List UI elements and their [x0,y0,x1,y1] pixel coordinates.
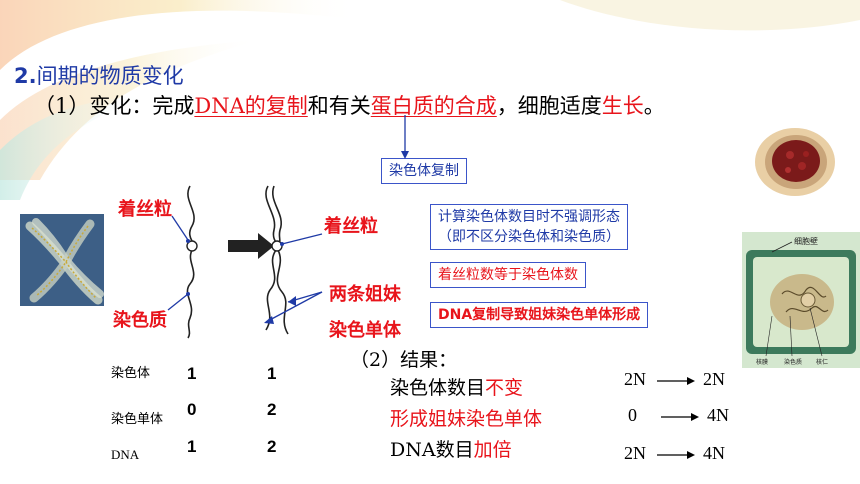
table-row-label: 染色体 [111,366,151,381]
table-cell-before: 0 [187,400,197,419]
table-cell-before: 1 [187,364,197,383]
section-number: 2. [14,64,37,88]
change-mid2: ，细胞适度 [496,94,602,118]
replication-box: 染色体复制 [381,158,467,184]
centromere-count-box: 着丝粒数等于染色体数 [430,262,586,288]
equation-to: 2N [703,369,725,389]
equation-to: 4N [703,443,725,463]
table-cell-after: 2 [267,437,277,456]
equation-row: 2N 4N [624,443,744,464]
result-line-1-text: 染色体数目 [390,377,486,399]
cell-wall-label: 细胞壁 [794,236,818,246]
arrow-to-replication-icon [401,115,409,159]
result-line-3-text: DNA数目 [390,439,474,461]
count-note-line-1: 计算染色体数目时不强调形态 [438,209,620,225]
dna-copy-box: DNA复制导致姐妹染色单体形成 [430,302,649,328]
right-arrow-icon [656,376,695,385]
change-end: 。 [643,94,665,118]
change-prefix: （1）变化：完成 [34,94,195,118]
cell-label-a: 核膜 [756,358,768,366]
count-note-line-2: （即不区分染色体和染色质） [438,229,620,245]
equation-row: 0 4N [624,405,744,426]
replication-diagram [167,185,323,339]
result-line-1: 染色体数目不变 [390,373,523,400]
label-two-sister-2: 染色单体 [329,320,401,341]
result-line-1-highlight: 不变 [485,377,524,399]
table-cell-after: 1 [267,364,277,383]
equation-row: 2N 2N [624,369,744,390]
table-cell-before: 1 [187,437,197,456]
cell-label-b: 染色质 [784,358,802,366]
result-line-3-highlight: 加倍 [473,439,512,461]
table-cell-after: 2 [267,400,277,419]
grow-term: 生长 [601,94,644,118]
cell-label-c: 核仁 [816,358,828,366]
plant-cell-image: 细胞壁 核膜 染色质 核仁 [742,232,860,368]
right-arrow-icon [660,412,699,421]
protein-term: 蛋白质的合成 [370,94,497,118]
equation-from: 2N [624,443,646,463]
table-row-label: DNA [111,447,140,462]
dna-copy-term: DNA的复制 [194,94,308,118]
result-line-2: 形成姐妹染色单体 [390,408,543,430]
equation-to: 4N [707,405,729,425]
label-centromere-left: 着丝粒 [118,199,172,220]
result-heading: （2）结果： [350,349,458,371]
chromosome-image [20,214,104,306]
change-mid: 和有关 [307,94,371,118]
count-note-box: 计算染色体数目时不强调形态 （即不区分染色体和染色质） [430,204,628,250]
cell-photo-top [730,100,860,226]
right-arrow-icon [656,450,695,459]
equation-from: 2N [624,369,646,389]
result-line-3: DNA数目加倍 [390,435,512,462]
label-centromere-right: 着丝粒 [324,216,378,237]
section-title-text: 间期的物质变化 [36,64,184,88]
label-two-sister-1: 两条姐妹 [329,284,401,305]
equation-from: 0 [628,405,637,425]
table-row-label: 染色单体 [111,412,164,427]
section-title: 2.间期的物质变化 [14,60,184,90]
change-line: （1）变化：完成DNA的复制和有关蛋白质的合成，细胞适度生长。 [34,90,665,120]
label-chromatin: 染色质 [113,310,167,331]
